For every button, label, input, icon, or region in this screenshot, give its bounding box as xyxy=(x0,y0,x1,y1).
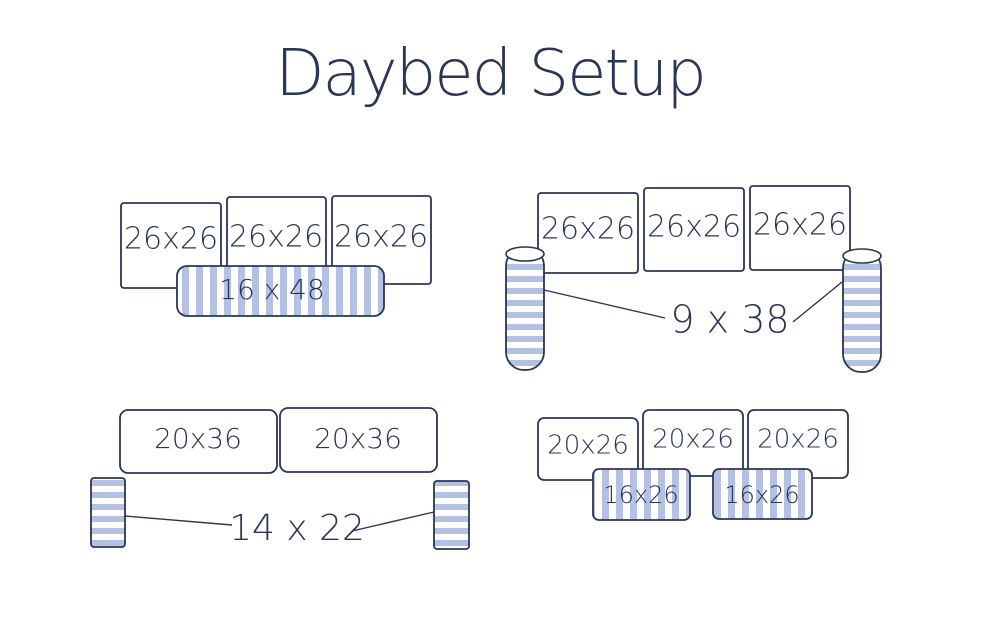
cylinder-bolster xyxy=(505,247,545,371)
accent-label: 16x26 xyxy=(724,481,799,509)
pillow-label: 20x26 xyxy=(652,425,734,455)
pillow-label: 20x36 xyxy=(154,422,242,455)
pillow-label: 26x26 xyxy=(541,212,635,247)
layout-2: 26x26 26x26 26x26 9 x 38 xyxy=(505,185,882,373)
pillow xyxy=(537,192,639,274)
pillow xyxy=(279,407,438,473)
layout-4: 20x26 20x26 20x26 16x26 16x26 xyxy=(537,409,849,521)
layout-3: 20x36 20x36 14 x 22 xyxy=(90,407,470,550)
bolster-label: 16 x 48 xyxy=(219,273,325,306)
pillow-label: 26x26 xyxy=(753,208,847,243)
pillow xyxy=(537,417,639,481)
pillow-label: 26x26 xyxy=(124,222,218,257)
pillow xyxy=(642,409,744,477)
accent-pillow xyxy=(712,468,813,520)
pillow-label: 26x26 xyxy=(647,210,741,245)
bolster-label: 9 x 38 xyxy=(670,298,789,342)
accent-label: 16x26 xyxy=(603,481,678,509)
small-bolster xyxy=(433,480,470,550)
small-bolster xyxy=(90,477,126,548)
bolster-label: 14 x 22 xyxy=(229,508,365,549)
pillow xyxy=(643,187,745,272)
accent-pillow xyxy=(592,468,691,521)
pillow-label: 20x26 xyxy=(757,425,839,455)
bolster xyxy=(176,265,385,317)
layout-1: 26x26 26x26 26x26 16 x 48 xyxy=(120,195,432,317)
pillow xyxy=(749,185,851,271)
pillow-label: 26x26 xyxy=(334,220,428,255)
cylinder-bolster xyxy=(842,249,882,373)
pillow xyxy=(119,409,278,474)
page-title: Daybed Setup xyxy=(275,37,705,111)
pillow-label: 20x36 xyxy=(314,422,402,455)
pillow-label: 20x26 xyxy=(547,431,629,461)
pillow-label: 26x26 xyxy=(229,220,323,255)
